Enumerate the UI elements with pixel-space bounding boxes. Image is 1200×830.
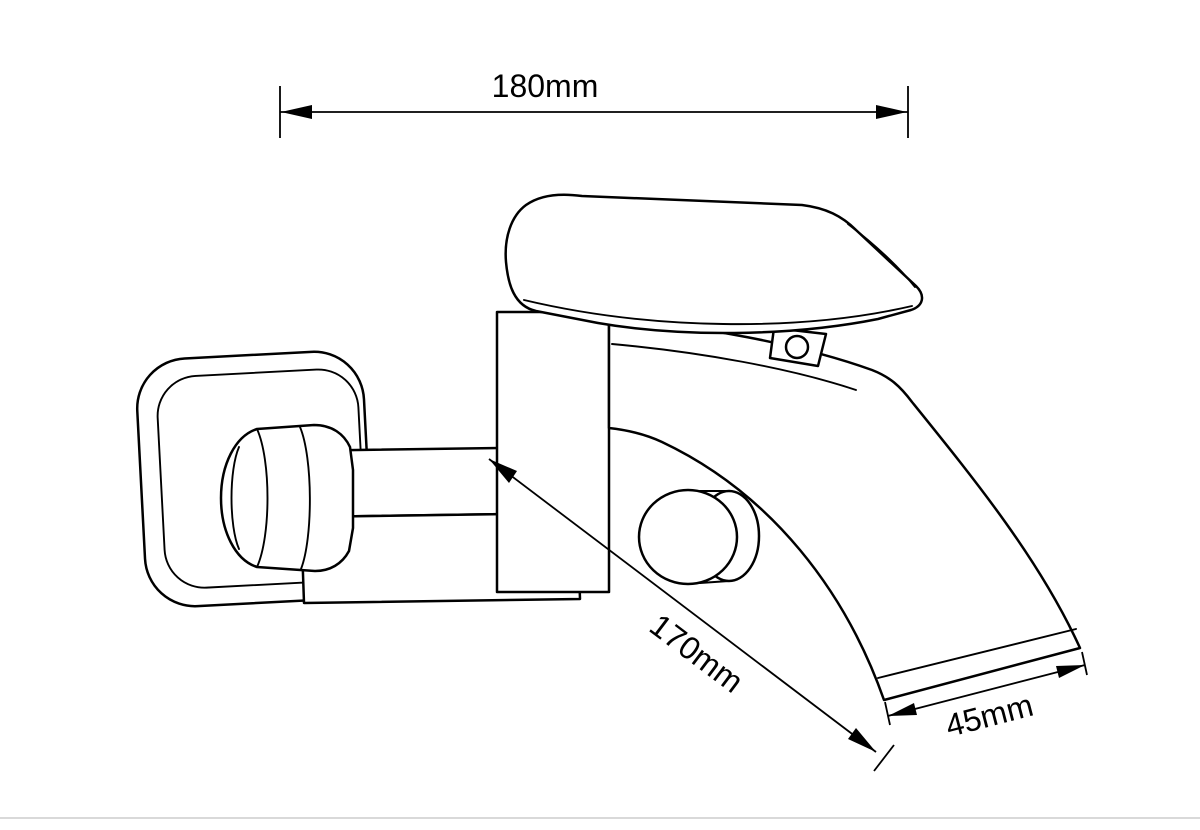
lever-handle-blade: [504, 193, 924, 335]
diverter-knob: [637, 488, 761, 586]
lever-handle: [504, 193, 924, 335]
mounting-nut-facet-line: [299, 426, 311, 570]
arrowhead-left-icon: [281, 105, 312, 119]
waterfall-spout-channel-edge: [611, 343, 857, 391]
lever-handle-tip-edge: [847, 223, 916, 288]
dimension-label-180mm: 180mm: [492, 68, 599, 104]
dimension-line: [887, 664, 1086, 717]
handle-stem: [768, 326, 828, 368]
handle-hinge: [784, 334, 810, 360]
mounting-nut-chamfer-line: [230, 446, 240, 550]
dimension-180mm: 180mm: [279, 68, 909, 138]
mounting-nut: [219, 423, 355, 573]
mounting-nut-body: [219, 423, 355, 573]
arrowhead-lower-icon: [848, 728, 876, 752]
diverter-knob-side-line: [699, 490, 730, 584]
arrowhead-left-icon: [888, 703, 917, 716]
arrowhead-upper-icon: [489, 459, 517, 483]
faucet-drawing: [135, 193, 1082, 702]
arrowhead-right-icon: [876, 105, 907, 119]
extension-tick-right: [1081, 651, 1088, 676]
mounting-nut-facet-line: [256, 428, 269, 568]
dimension-label-170mm: 170mm: [643, 607, 750, 700]
arrowhead-right-icon: [1056, 665, 1085, 678]
mixer-body: [495, 310, 611, 594]
lever-handle-crease-line: [523, 299, 913, 326]
dimension-label-45mm: 45mm: [942, 687, 1037, 744]
end-tick: [873, 744, 895, 772]
extension-tick-left: [884, 701, 891, 726]
dimension-line: [488, 458, 877, 753]
diverter-knob-cap: [637, 488, 739, 586]
waterfall-spout-lip-line: [877, 628, 1077, 679]
